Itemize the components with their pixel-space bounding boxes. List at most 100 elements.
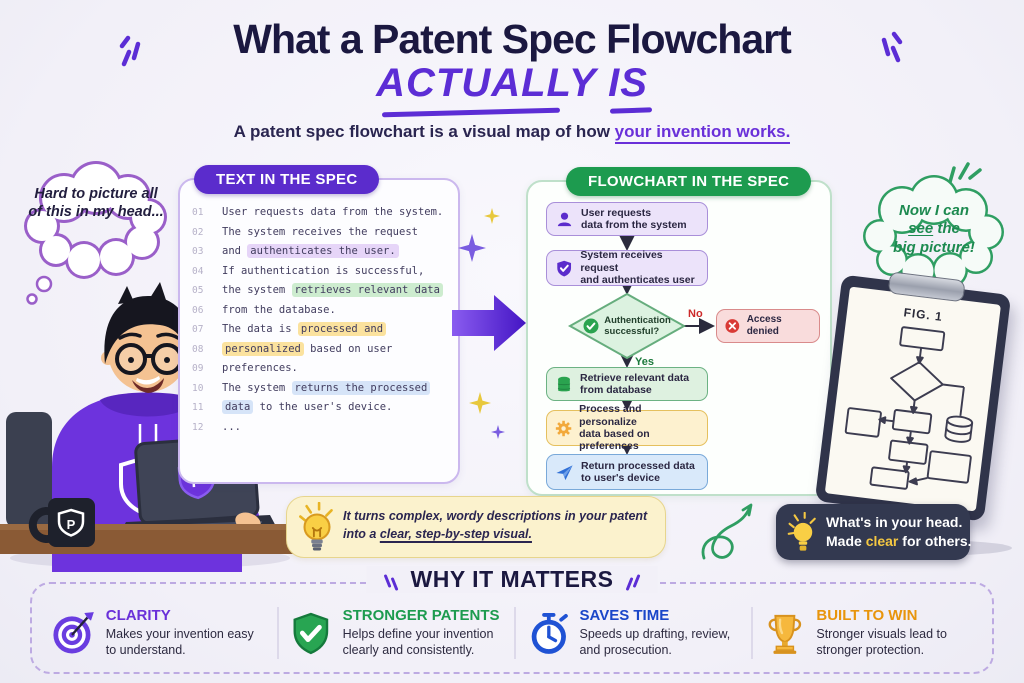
divider	[514, 607, 516, 659]
head-callout: What's in your head. Made clear for othe…	[776, 504, 972, 560]
flowchart-in-spec-panel: FLOWCHART IN THE SPEC User	[526, 167, 832, 496]
transform-arrow-icon	[452, 208, 526, 439]
head-callout-line2-prefix: Made	[826, 532, 866, 549]
flow-panel-heading: FLOWCHART IN THE SPEC	[566, 167, 812, 196]
line-number: 01	[192, 207, 204, 218]
right-bubble-line3: big picture!	[893, 238, 975, 256]
why-item-title: STRONGER PATENTS	[342, 607, 500, 625]
spec-line: 06 from the database.	[192, 304, 454, 324]
divider	[751, 607, 753, 659]
decision-text: Authentication successful?	[604, 314, 671, 337]
flow-step-text: Process and personalize data based on pr…	[579, 403, 650, 453]
sparkle-icon	[491, 425, 505, 439]
why-item-desc: Speeds up drafting, review, and prosecut…	[579, 627, 731, 657]
insight-callout: It turns complex, wordy descriptions in …	[286, 496, 666, 558]
flow-step-user-request: User requests data from the system	[546, 202, 708, 236]
paper-plane-icon	[556, 464, 573, 480]
accent-underline	[381, 107, 561, 118]
spark-icon	[384, 574, 399, 590]
flow-step-process: Process and personalize data based on pr…	[546, 403, 708, 452]
why-item-desc: Makes your invention easy to understand.	[105, 627, 254, 657]
smile	[132, 378, 164, 393]
line-number: 04	[192, 265, 204, 277]
line-text: the system retrieves relevant data	[222, 283, 443, 297]
line-number: 02	[192, 226, 204, 238]
trophy-icon	[768, 614, 801, 654]
denied-text: Access denied	[746, 314, 782, 337]
right-bubble-text: Now I can see the big picture!	[864, 202, 1004, 257]
spark-icon	[625, 574, 640, 590]
insight-line2-prefix: into a	[343, 527, 380, 542]
sparkle-icon	[469, 392, 491, 414]
divider	[277, 607, 279, 659]
head-callout-accent: clear	[865, 532, 899, 549]
head-callout-line1: What's in your head.	[826, 514, 963, 530]
why-item-saves-time: SAVES TIME Speeds up drafting, review, a…	[526, 607, 741, 658]
spec-panel-heading: TEXT IN THE SPEC	[194, 165, 380, 194]
why-it-matters-section: WHY IT MATTERS CLARITY Makes your invent…	[30, 566, 994, 674]
flow-connectors	[567, 235, 715, 455]
page-title-accent: ACTUALLY IS	[376, 61, 648, 105]
insight-line1: It turns complex, wordy descriptions in …	[343, 509, 648, 523]
line-number: 05	[192, 285, 204, 296]
thought-cloud-icon	[24, 161, 167, 305]
flow-step-text: System receives request and authenticate…	[580, 249, 695, 287]
why-item-title: CLARITY	[105, 607, 171, 625]
left-bubble-text: Hard to picture all of this in my head..…	[28, 186, 164, 220]
no-label: No	[688, 308, 703, 320]
accent-underline	[609, 107, 653, 114]
line-text: from the database.	[222, 303, 336, 316]
check-circle-icon	[583, 318, 599, 334]
green-spark-icon	[948, 162, 982, 184]
left-thought-bubble: Hard to picture all of this in my head..…	[18, 160, 173, 308]
line-number: 12	[192, 421, 204, 433]
line-number: 07	[192, 324, 204, 335]
line-text: and authenticates the user.	[222, 244, 399, 258]
spec-line: 02 The system receives the request	[192, 226, 454, 246]
lightbulb-icon	[787, 512, 816, 551]
why-item-built-to-win: BUILT TO WIN Stronger visuals lead to st…	[763, 607, 978, 658]
why-item-title: BUILT TO WIN	[816, 607, 918, 625]
why-heading: WHY IT MATTERS	[366, 566, 658, 593]
flow-step-authenticate: System receives request and authenticate…	[546, 249, 708, 287]
page-title: What a Patent Spec Flowchart	[233, 16, 792, 62]
yes-label: Yes	[635, 356, 654, 368]
sparkle-icon	[458, 234, 486, 262]
lightbulb-icon	[299, 502, 333, 551]
spec-line: 03 and authenticates the user.	[192, 244, 454, 265]
why-item-stronger-patents: STRONGER PATENTS Helps define your inven…	[289, 607, 504, 658]
head-callout-text: What's in your head. Made clear for othe…	[826, 513, 972, 551]
head-callout-line2-suffix: for others.	[898, 532, 972, 549]
line-text: ...	[222, 420, 241, 433]
subtitle-accent: your invention works.	[614, 122, 791, 144]
flow-step-return: Return processed data to user's device	[546, 454, 708, 490]
line-text: If authentication is successful,	[222, 264, 425, 277]
line-number: 10	[192, 382, 204, 394]
flow-step-text: User requests data from the system	[581, 206, 687, 231]
shield-check-icon	[293, 612, 329, 655]
flow-decision-authentication: Authentication successful?	[570, 296, 684, 356]
line-text: The system receives the request	[222, 225, 418, 238]
line-number: 06	[192, 304, 204, 316]
why-item-clarity: CLARITY Makes your invention easy to und…	[52, 607, 267, 658]
clock-icon	[531, 613, 568, 654]
title-spark-right-icon	[881, 31, 903, 63]
database-icon	[557, 376, 571, 391]
line-number: 03	[192, 246, 204, 257]
spec-line: 05 the system retrieves relevant data	[192, 283, 454, 304]
user-icon	[557, 212, 572, 226]
insight-text: It turns complex, wordy descriptions in …	[343, 507, 647, 543]
x-circle-icon	[725, 319, 740, 333]
line-text: preferences.	[222, 362, 298, 374]
right-bubble-line1: Now I can	[898, 202, 969, 219]
decision-diamond	[567, 292, 687, 360]
shield-check-icon	[557, 260, 572, 277]
line-text: data to the user's device.	[222, 400, 392, 414]
